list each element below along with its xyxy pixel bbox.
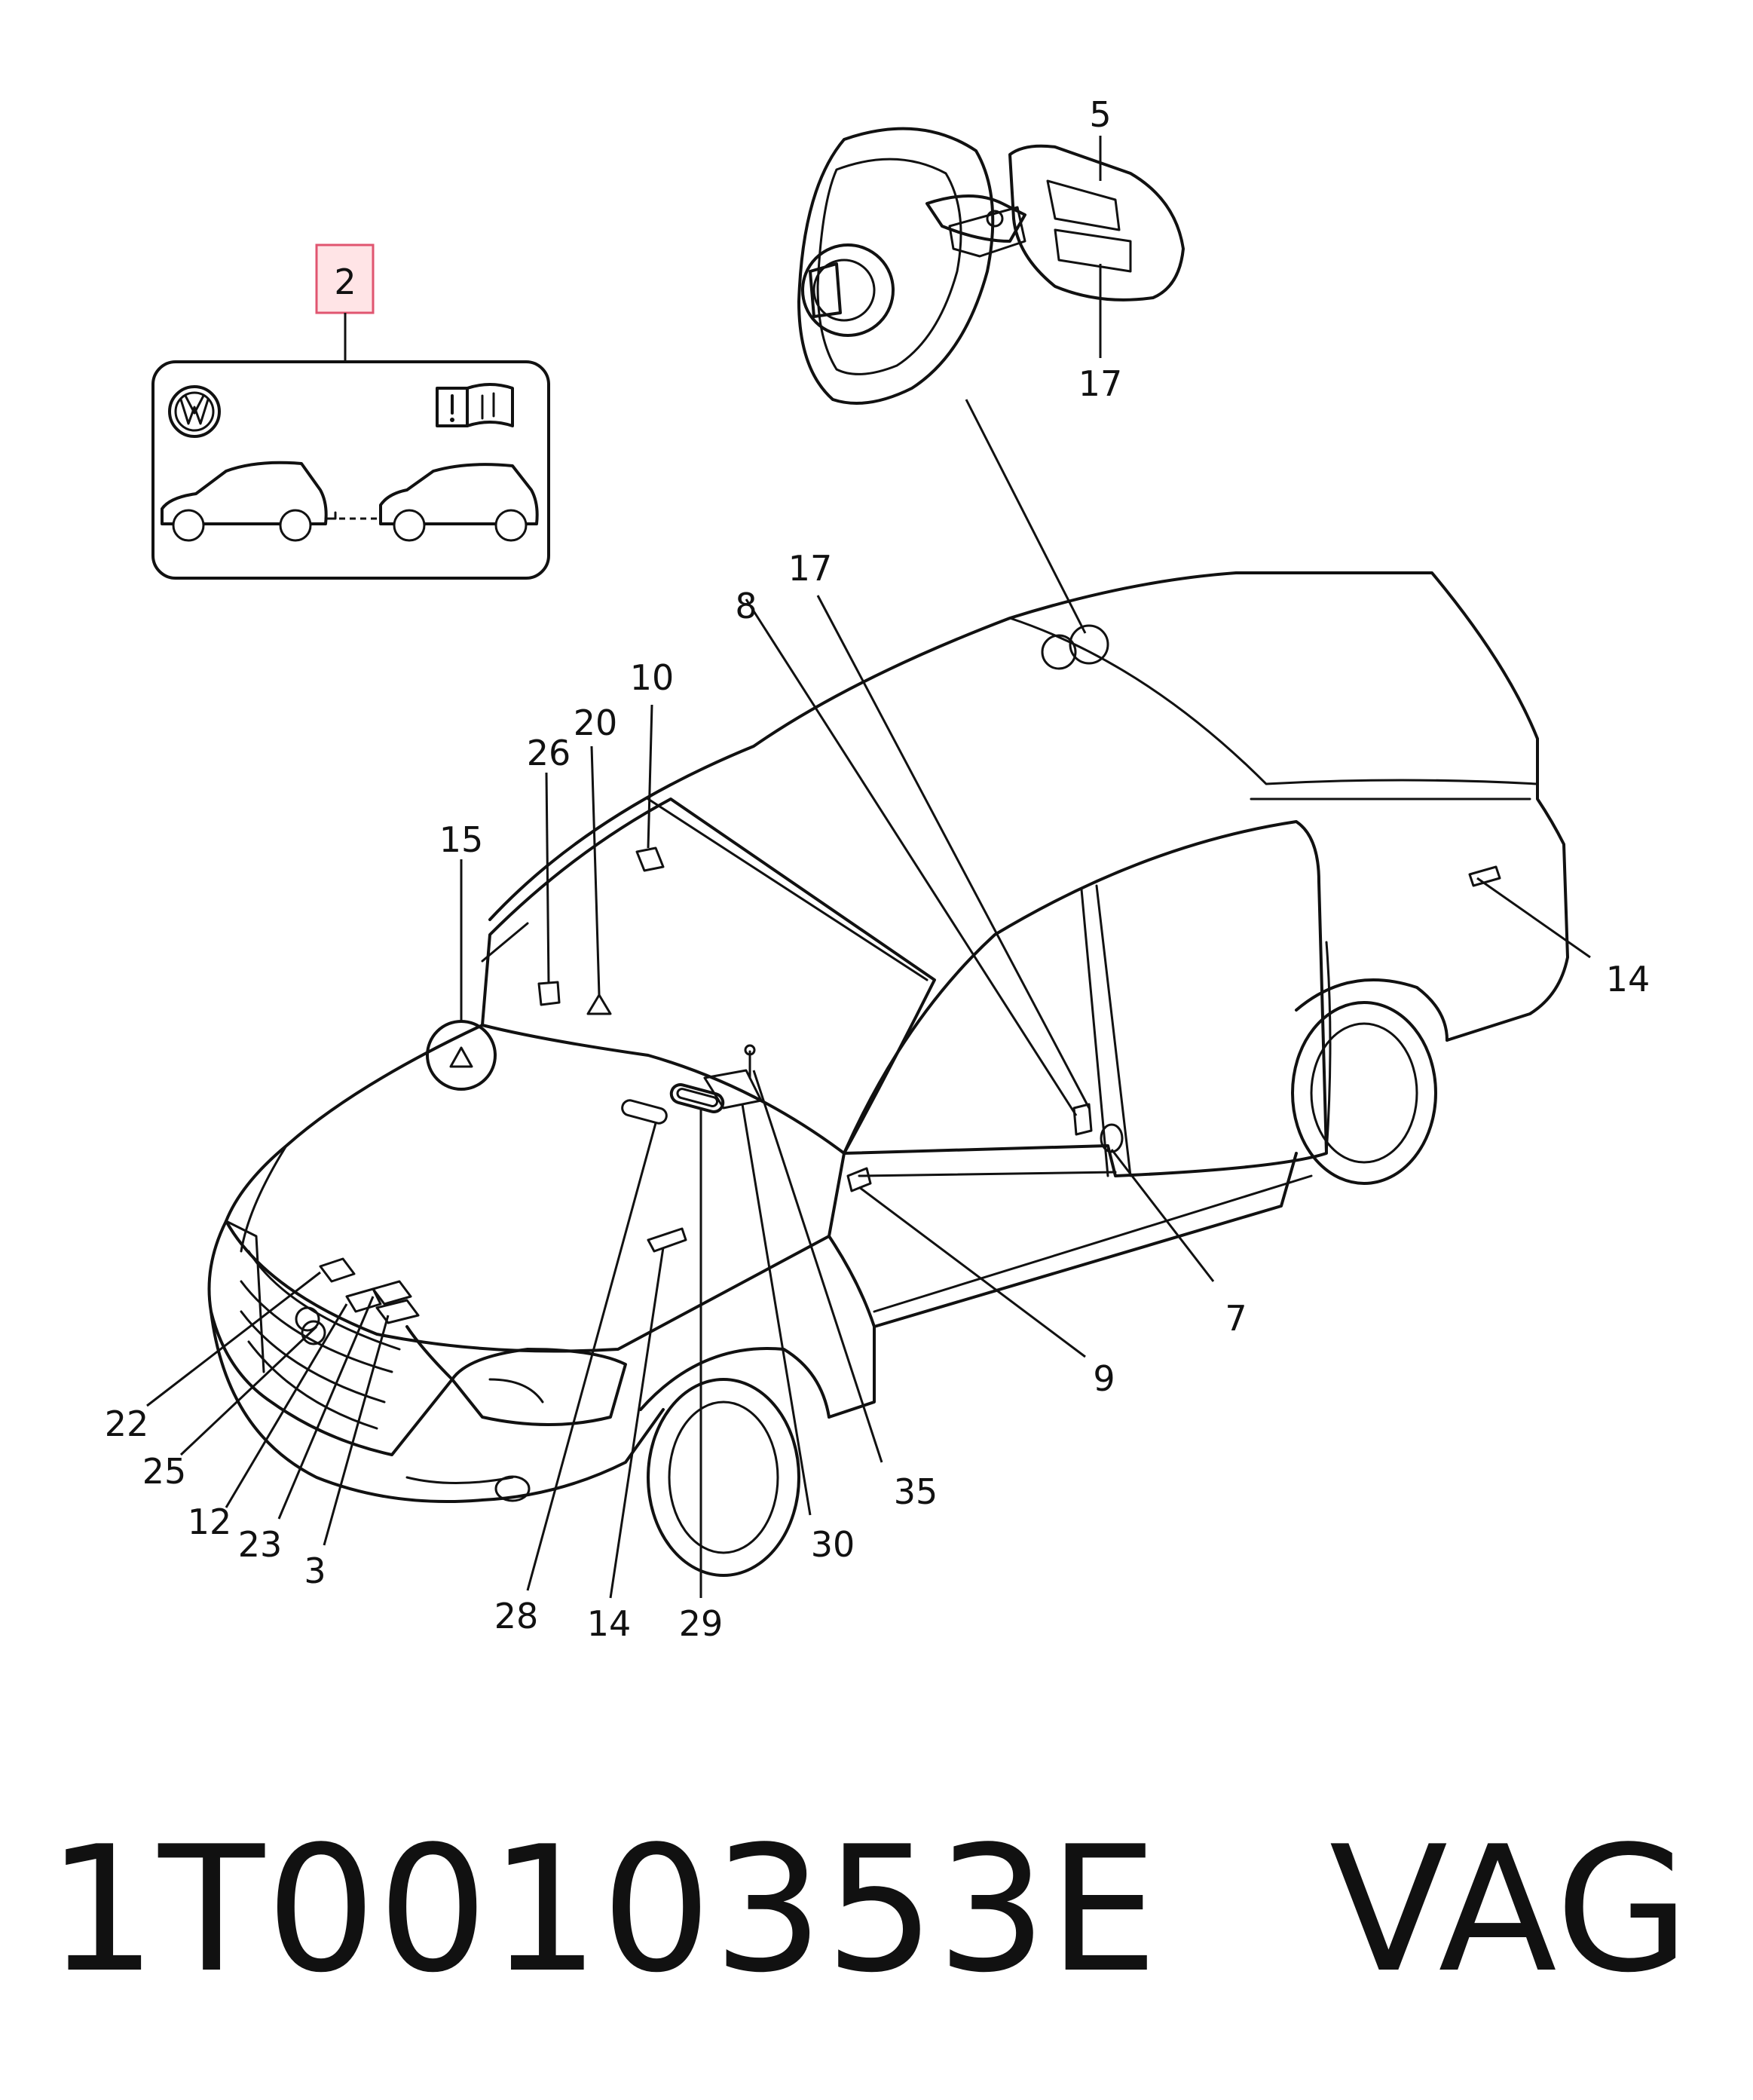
brand-label: VAG [1329, 1810, 1691, 2011]
sticker-20 [586, 993, 612, 1015]
callout-29: 29 [679, 1603, 724, 1644]
leader-7 [1110, 1149, 1215, 1282]
callout-5: 5 [1089, 94, 1111, 135]
tow-car-icon [161, 461, 539, 542]
callout-22: 22 [105, 1404, 149, 1444]
front-labels [295, 1257, 420, 1345]
callout-20: 20 [574, 703, 618, 743]
leader-14a [1476, 877, 1591, 959]
callout-30: 30 [811, 1524, 855, 1565]
callout-17b: 17 [788, 548, 833, 589]
sticker-10 [635, 846, 665, 872]
leader-25 [179, 1325, 318, 1456]
leader-flap [965, 399, 1087, 634]
callout-26: 26 [527, 733, 571, 773]
callout-10: 10 [630, 657, 675, 698]
leader-12 [225, 1303, 348, 1508]
leader-9 [858, 1186, 1086, 1358]
leader-22 [146, 1271, 321, 1407]
leader-17b [816, 595, 1091, 1109]
sticker-outline [151, 360, 550, 580]
leader-8 [745, 598, 1078, 1116]
manual-warning-icon [436, 383, 514, 427]
leader-14b [609, 1247, 665, 1599]
callout-25: 25 [142, 1451, 187, 1492]
fuel-flap-inset [797, 127, 1185, 634]
tow-sticker [151, 243, 550, 580]
callout-7: 7 [1225, 1298, 1247, 1339]
sticker-9 [846, 1167, 872, 1192]
car-illustration [207, 571, 1569, 1577]
callout-8: 8 [735, 586, 757, 626]
callout-17a: 17 [1078, 363, 1123, 404]
vw-logo-icon [168, 385, 221, 438]
callout-23: 23 [238, 1524, 283, 1565]
part-number-footer: 1T0010353E VAG [47, 1824, 1705, 1997]
leader-23 [277, 1296, 375, 1520]
front-wheel [639, 1347, 831, 1577]
sticker-8 [1072, 1103, 1093, 1136]
sticker-14-rear [1468, 865, 1501, 887]
callout-14a: 14 [1606, 959, 1651, 999]
sticker-14-front [647, 1227, 687, 1253]
callout-15: 15 [439, 819, 484, 860]
fuel-flap-marker [1041, 624, 1109, 670]
warning-triangle-icon [426, 1020, 497, 1091]
callout-3: 3 [304, 1551, 326, 1591]
leader-20 [590, 745, 601, 996]
sticker-7 [1100, 1123, 1124, 1153]
footer-gap [1159, 1810, 1329, 2011]
callout-28: 28 [494, 1596, 539, 1636]
callout-9: 9 [1093, 1358, 1115, 1399]
leader-10 [647, 704, 653, 849]
rear-wheel [1291, 978, 1449, 1185]
callout-35: 35 [894, 1471, 938, 1512]
leader-3 [323, 1315, 390, 1546]
leader-30 [741, 1104, 812, 1516]
sticker-26 [537, 981, 561, 1006]
washer-nozzles [621, 1044, 763, 1125]
leader-26 [545, 772, 550, 984]
highlight-box [315, 243, 375, 314]
part-number: 1T0010353E [47, 1810, 1160, 2011]
leader-35 [752, 1070, 883, 1463]
leader-28 [526, 1122, 657, 1591]
callout-labels: 2 5 17 17 8 10 20 26 15 14 7 9 22 25 12 … [105, 94, 1651, 1644]
callout-14b: 14 [587, 1603, 632, 1644]
callout-12: 12 [188, 1502, 232, 1542]
callout-2: 2 [334, 262, 356, 302]
leader-lines [146, 595, 1591, 1599]
